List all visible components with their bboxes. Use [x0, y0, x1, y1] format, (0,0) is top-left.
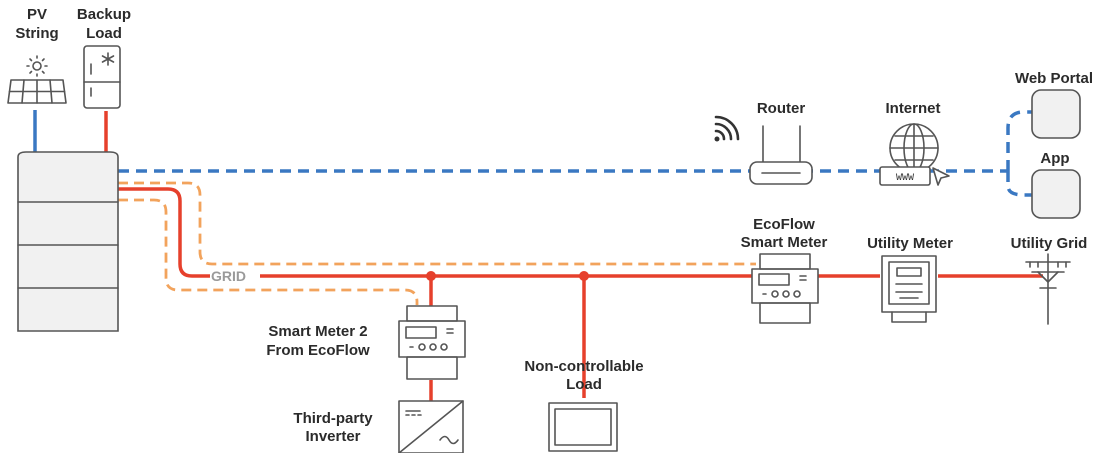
non-controllable-load: Non-controllable Load: [524, 358, 644, 452]
inverter-icon: [398, 400, 464, 453]
router: Router: [714, 100, 813, 185]
grid-line-label: GRID: [211, 268, 246, 284]
backup-load-label-line2: Load: [86, 25, 122, 42]
wifi-icon: [714, 115, 740, 142]
utility-pole-icon: [1025, 253, 1071, 325]
utility-meter: Utility Meter: [867, 235, 953, 323]
internet-label: Internet: [885, 100, 940, 117]
backup-load-label-line1: Backup: [77, 6, 131, 23]
smart-meter-icon: [751, 253, 819, 324]
smart-meter-2-label-line2: From EcoFlow: [266, 342, 370, 359]
battery-stack-icon: [17, 151, 119, 332]
pv-string: PV String: [7, 6, 67, 104]
smart-meter-icon: [398, 305, 466, 380]
internet: Internet WWW: [879, 100, 950, 186]
portal-tile-icon: [1031, 89, 1081, 139]
globe-icon: WWW: [879, 123, 950, 186]
web-portal-label: Web Portal: [1015, 70, 1093, 87]
utility-grid: Utility Grid: [1011, 235, 1088, 325]
ecoflow-meter-label-line2: Smart Meter: [741, 234, 828, 251]
third-party-inverter: Third-party Inverter: [293, 400, 464, 453]
junction-dot: [426, 271, 436, 281]
app: App: [1031, 150, 1081, 219]
data-link-lines: [33, 110, 1032, 197]
pv-string-label-line1: PV: [27, 6, 47, 23]
junction-dot: [579, 271, 589, 281]
utility-meter-icon: [881, 255, 937, 323]
utility-meter-label: Utility Meter: [867, 235, 953, 252]
meter-comm-lines: [118, 181, 756, 305]
cursor-icon: [932, 167, 950, 186]
fridge-icon: [83, 45, 121, 109]
monitor-icon: [548, 402, 618, 452]
www-label: WWW: [896, 173, 914, 184]
ecoflow-meter-label-line1: EcoFlow: [753, 216, 815, 233]
ecoflow-smart-meter: EcoFlow Smart Meter: [741, 216, 828, 324]
app-tile-icon: [1031, 169, 1081, 219]
smart-meter-2: Smart Meter 2 From EcoFlow: [266, 305, 466, 380]
load-label-line2: Load: [566, 376, 602, 393]
app-label: App: [1040, 150, 1069, 167]
load-label-line1: Non-controllable: [524, 358, 643, 375]
pv-string-label-line2: String: [15, 25, 58, 42]
solar-panel-icon: [7, 55, 67, 104]
backup-load: Backup Load: [77, 6, 131, 109]
inverter-label-line1: Third-party: [293, 410, 373, 427]
router-icon: [749, 125, 813, 185]
power-lines: [104, 111, 1043, 401]
inverter-label-line2: Inverter: [305, 428, 360, 445]
web-portal: Web Portal: [1015, 70, 1093, 139]
router-label: Router: [757, 100, 805, 117]
utility-grid-label: Utility Grid: [1011, 235, 1088, 252]
smart-meter-2-label-line1: Smart Meter 2: [268, 323, 367, 340]
